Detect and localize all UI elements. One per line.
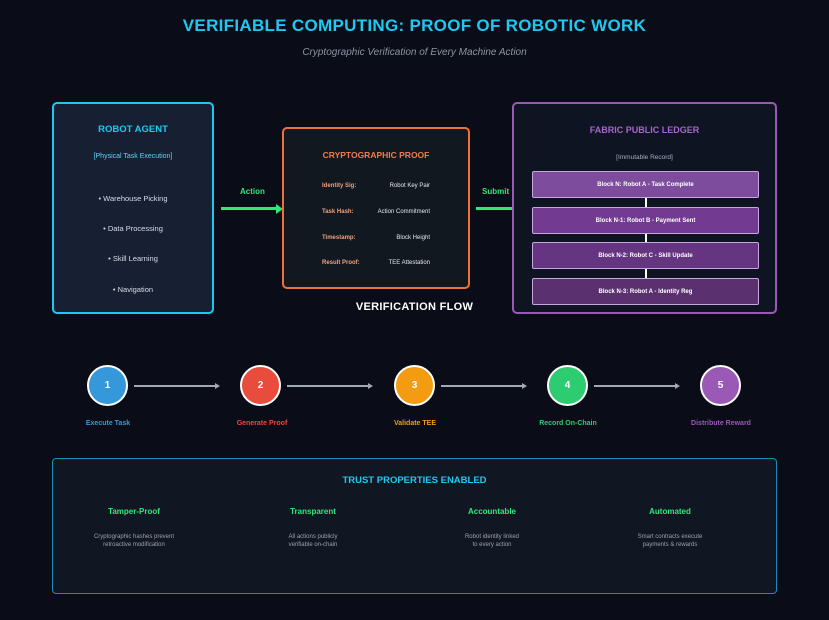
fabric-ledger-box: FABRIC PUBLIC LEDGER [Immutable Record] … xyxy=(512,102,777,314)
robot-agent-subtitle: [Physical Task Execution] xyxy=(93,153,173,160)
proof-key-timestamp: Timestamp: xyxy=(322,235,356,241)
step-arrow xyxy=(441,383,527,388)
step-3-label: Validate TEE xyxy=(393,420,437,427)
page-subtitle: Cryptographic Verification of Every Mach… xyxy=(302,47,527,58)
proof-value-task-hash: Action Commitment xyxy=(377,209,430,215)
ledger-subtitle: [Immutable Record] xyxy=(616,154,673,161)
step-arrow xyxy=(134,383,220,388)
step-1-circle: 1 xyxy=(87,365,128,406)
trust-properties-panel: TRUST PROPERTIES ENABLED Tamper-Proof Cr… xyxy=(52,458,777,594)
property-transparent-title: Transparent xyxy=(290,507,336,516)
action-arrow-label: Action xyxy=(240,187,265,196)
step-5-label: Distribute Reward xyxy=(691,420,751,427)
step-4-label: Record On-Chain xyxy=(539,420,597,427)
property-tamper-proof-desc: Cryptographic hashes prevent retroactive… xyxy=(93,534,175,549)
proof-value-result-proof: TEE Attestation xyxy=(388,260,430,266)
proof-value-timestamp: Block Height xyxy=(396,235,430,241)
chain-link xyxy=(645,269,647,278)
step-4-circle: 4 xyxy=(547,365,588,406)
step-5-circle: 5 xyxy=(700,365,741,406)
verification-flow-heading: VERIFICATION FLOW xyxy=(355,301,474,313)
step-arrow xyxy=(287,383,373,388)
proof-key-task-hash: Task Hash: xyxy=(322,209,354,215)
property-automated-desc: Smart contracts execute payments & rewar… xyxy=(637,534,703,549)
proof-key-result-proof: Result Proof: xyxy=(322,260,360,266)
property-automated-title: Automated xyxy=(649,507,691,516)
step-3-circle: 3 xyxy=(394,365,435,406)
chain-link xyxy=(645,234,647,243)
agent-item-skill-learning: • Skill Learning xyxy=(108,254,158,263)
ledger-block-n-2: Block N-2: Robot C - Skill Update xyxy=(532,242,759,269)
proof-title: CRYPTOGRAPHIC PROOF xyxy=(322,150,430,160)
agent-item-warehouse-picking: • Warehouse Picking xyxy=(98,194,168,203)
robot-agent-title: ROBOT AGENT xyxy=(98,124,168,135)
step-1-label: Execute Task xyxy=(85,420,131,427)
robot-agent-box: ROBOT AGENT [Physical Task Execution] • … xyxy=(52,102,214,314)
property-tamper-proof-title: Tamper-Proof xyxy=(108,507,160,516)
step-2-circle: 2 xyxy=(240,365,281,406)
proof-value-identity-sig: Robot Key Pair xyxy=(389,183,430,189)
action-arrow xyxy=(221,203,283,214)
cryptographic-proof-box: CRYPTOGRAPHIC PROOF Identity Sig: Robot … xyxy=(282,127,470,289)
step-2-label: Generate Proof xyxy=(236,420,288,427)
submit-arrow-label: Submit xyxy=(482,187,510,196)
property-transparent-desc: All actions publicly verifiable on-chain xyxy=(288,534,338,549)
chain-link xyxy=(645,198,647,207)
property-accountable-title: Accountable xyxy=(467,507,516,516)
ledger-title: FABRIC PUBLIC LEDGER xyxy=(589,125,700,135)
ledger-block-n-1: Block N-1: Robot B - Payment Sent xyxy=(532,207,759,234)
proof-key-identity-sig: Identity Sig: xyxy=(322,183,357,189)
page-title: VERIFIABLE COMPUTING: PROOF OF ROBOTIC W… xyxy=(182,16,647,35)
ledger-block-n-3: Block N-3: Robot A - Identity Reg xyxy=(532,278,759,305)
property-accountable-desc: Robot identity linked to every action xyxy=(464,534,520,549)
agent-item-data-processing: • Data Processing xyxy=(103,224,163,233)
ledger-block-n: Block N: Robot A - Task Complete xyxy=(532,171,759,198)
agent-item-navigation: • Navigation xyxy=(112,285,154,294)
trust-properties-title: TRUST PROPERTIES ENABLED xyxy=(342,475,487,486)
step-arrow xyxy=(594,383,680,388)
